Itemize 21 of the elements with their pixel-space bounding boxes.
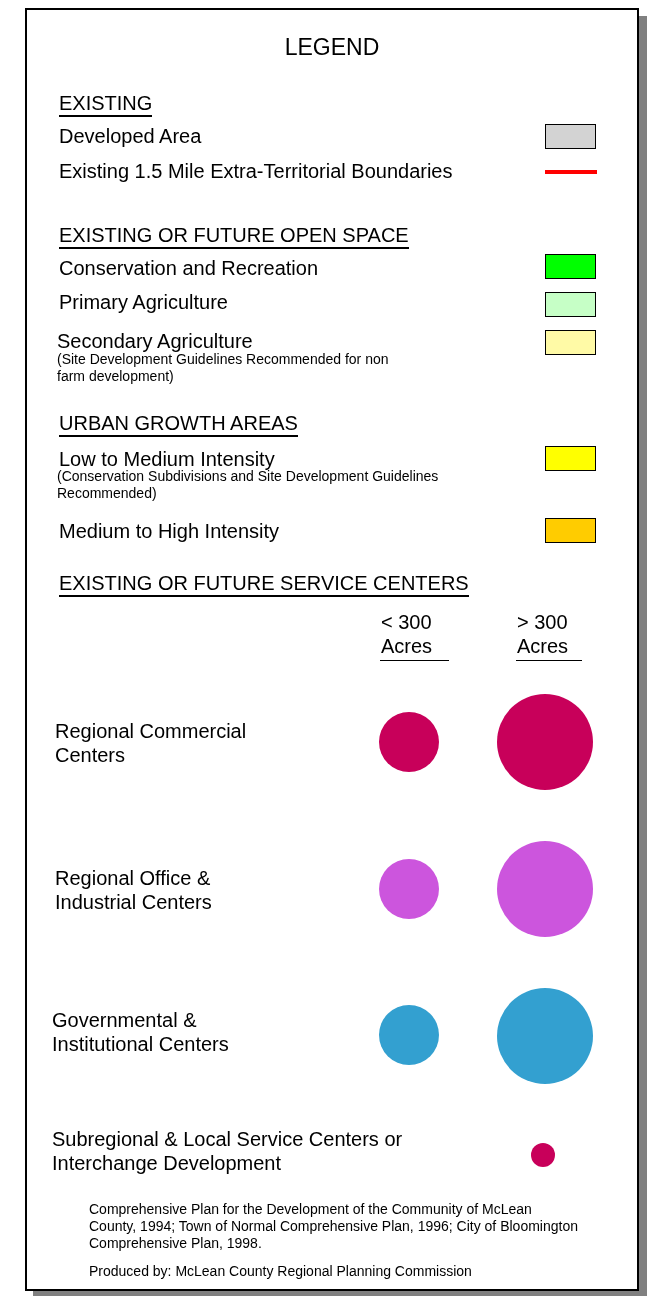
legend-label: Primary Agriculture (59, 290, 228, 314)
legend-label: Secondary Agriculture (57, 329, 253, 353)
column-heading: > 300 Acres (516, 610, 582, 661)
legend-label: Regional Office & Industrial Centers (55, 866, 213, 914)
legend-label: Existing 1.5 Mile Extra-Territorial Boundaries (59, 159, 453, 183)
legend-label: Subregional & Local Service Centers or Interchange Development (52, 1127, 404, 1175)
section-heading: URBAN GROWTH AREAS (59, 411, 298, 437)
section-heading: EXISTING OR FUTURE SERVICE CENTERS (59, 571, 469, 597)
legend-label: Developed Area (59, 124, 202, 148)
legend-title: LEGEND (283, 34, 381, 62)
column-heading: < 300 Acres (380, 610, 449, 661)
legend-label: Governmental & Institutional Centers (52, 1008, 230, 1056)
note-text: (Site Development Guidelines Recommended for non farm development) (57, 351, 390, 385)
section-heading: EXISTING (59, 91, 153, 117)
section-heading: EXISTING OR FUTURE OPEN SPACE (59, 223, 409, 249)
legend-label: Medium to High Intensity (59, 519, 280, 543)
note-text: Comprehensive Plan for the Development of the Community of McLean County, 1994; Town of Normal Comprehensive Plan, 1996; City of Bloomington Comprehensive Plan, 1998. (89, 1201, 579, 1252)
legend-label: Regional Commercial Centers (55, 719, 248, 767)
legend-label: Conservation and Recreation (59, 256, 319, 280)
legend-label: Low to Medium Intensity (59, 447, 275, 471)
note-text: Produced by: McLean County Regional Planning Commission (89, 1263, 472, 1280)
